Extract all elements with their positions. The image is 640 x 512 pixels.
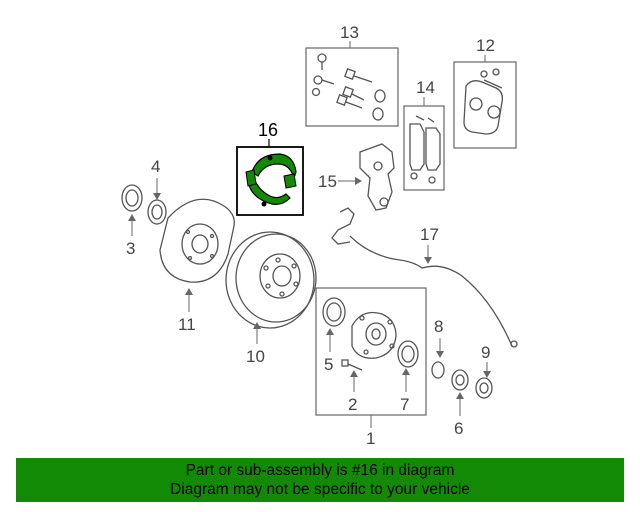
callout-7: 7 [400,395,409,414]
callout-12: 12 [476,36,495,55]
part-8-o-ring[interactable] [431,361,445,379]
callout-3: 3 [126,239,135,258]
callout-13: 13 [340,23,359,42]
callout-4: 4 [151,157,160,176]
parts-diagram: 13 12 14 15 [121,23,518,448]
part-15-caliper-bracket[interactable] [359,143,395,211]
callout-15: 15 [318,172,337,191]
callout-16: 16 [258,120,278,140]
callout-14: 14 [416,78,435,97]
part-14-brake-pads[interactable] [403,105,445,191]
part-3-seal[interactable] [121,184,143,212]
part-10-rotor[interactable] [225,231,317,329]
callout-11: 11 [178,315,196,334]
part-4-seal[interactable] [147,199,167,225]
callout-8: 8 [434,317,443,336]
part-17-brake-hose[interactable] [331,207,518,348]
callout-2: 2 [348,395,357,414]
part-9-seal[interactable] [475,377,493,399]
banner-line-part-number: Part or sub-assembly is #16 in diagram [185,462,455,479]
part-16-parking-brake-shoes[interactable] [236,146,304,216]
banner-line-disclaimer: Diagram may not be specific to your vehi… [170,481,470,498]
part-13-hardware-kit[interactable] [305,47,399,127]
part-1-hub-assembly[interactable] [315,287,427,416]
callout-5: 5 [324,355,333,374]
part-12-caliper[interactable] [453,61,517,149]
part-6-bearing[interactable] [451,369,469,391]
info-banner: Part or sub-assembly is #16 in diagram D… [16,458,624,502]
part-11-backing-plate[interactable] [159,198,235,283]
callout-1: 1 [366,429,375,448]
callout-10: 10 [246,347,265,366]
callout-6: 6 [454,419,463,438]
callout-9: 9 [481,343,490,362]
callout-17: 17 [420,225,439,244]
